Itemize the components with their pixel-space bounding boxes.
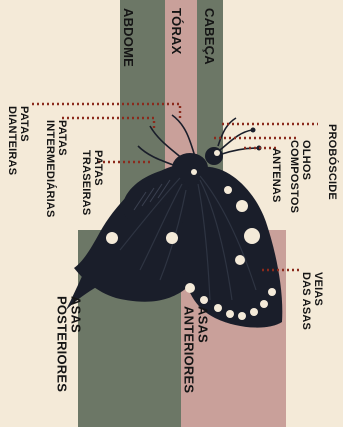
- label-abdome: ABDOME: [122, 8, 135, 67]
- label-antenas: ANTENAS: [270, 148, 281, 203]
- label-veias-das-asas: VEIAS DAS ASAS: [300, 272, 324, 330]
- compound-eye: [214, 150, 220, 156]
- label-asas-anteriores: ASAS ANTERIORES: [182, 306, 209, 393]
- label-olhos-compostos: OLHOS COMPOSTOS: [288, 140, 312, 213]
- label-patas-traseiras: PATAS TRASEIRAS: [80, 150, 104, 215]
- label-patas-intermediarias: PATAS INTERMEDIÁRIAS: [44, 120, 68, 218]
- label-torax: TÓRAX: [170, 8, 183, 55]
- label-patas-dianteiras: PATAS DIANTEIRAS: [6, 106, 30, 175]
- label-proboscide: PROBÓSCIDE: [326, 124, 337, 200]
- label-asas-posteriores: ASAS POSTERIORES: [55, 296, 82, 392]
- label-cabeca: CABEÇA: [203, 8, 216, 65]
